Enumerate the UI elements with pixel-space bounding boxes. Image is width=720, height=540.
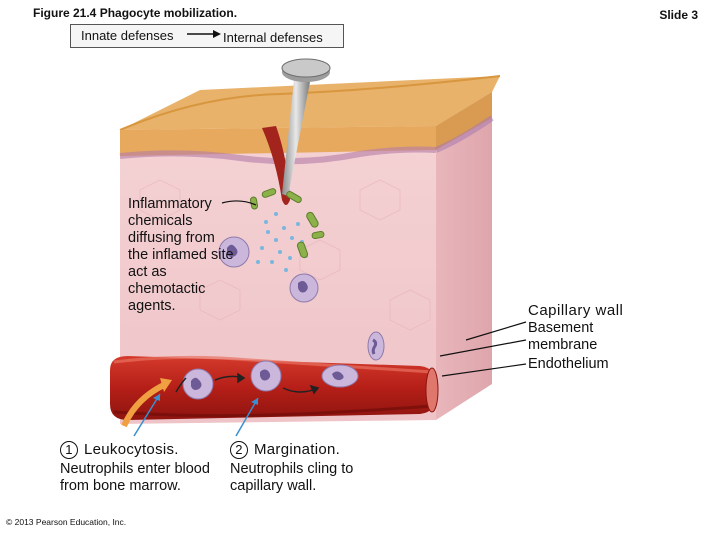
right-arrow-icon <box>187 30 221 38</box>
defenses-banner: Innate defenses Internal defenses <box>70 24 344 48</box>
slide-number: Slide 3 <box>659 8 698 22</box>
step-description: Neutrophils enter blood from bone marrow… <box>60 461 210 494</box>
vessel-neutrophils <box>182 360 359 400</box>
copyright: © 2013 Pearson Education, Inc. <box>6 517 127 527</box>
leader-lines <box>221 200 527 377</box>
banner-innate: Innate defenses <box>81 28 174 43</box>
skin-block <box>119 75 501 424</box>
step-title: Margination. <box>254 441 341 458</box>
bacteria <box>249 188 325 259</box>
capillary-wall-label: Capillary wall <box>528 302 624 319</box>
step-description: Neutrophils cling to capillary wall. <box>230 461 354 494</box>
callout-arrows <box>121 378 259 437</box>
tissue-neutrophils <box>218 236 385 361</box>
step-number: 1 <box>60 441 78 459</box>
step-leukocytosis: 1 Leukocytosis. <box>60 441 179 459</box>
motion-arrows <box>175 372 320 395</box>
endothelium-label: Endothelium <box>528 356 609 372</box>
basement-membrane-label: Basement membrane <box>528 320 598 353</box>
banner-internal: Internal defenses <box>223 30 323 45</box>
inflammatory-label: Inflammatory chemicals diffusing from th… <box>128 196 234 314</box>
nail <box>281 58 331 196</box>
figure-title: Figure 21.4 Phagocyte mobilization. <box>33 6 238 20</box>
step-number: 2 <box>230 441 248 459</box>
step-title: Leukocytosis. <box>84 441 179 458</box>
step-margination: 2 Margination. <box>230 441 340 459</box>
